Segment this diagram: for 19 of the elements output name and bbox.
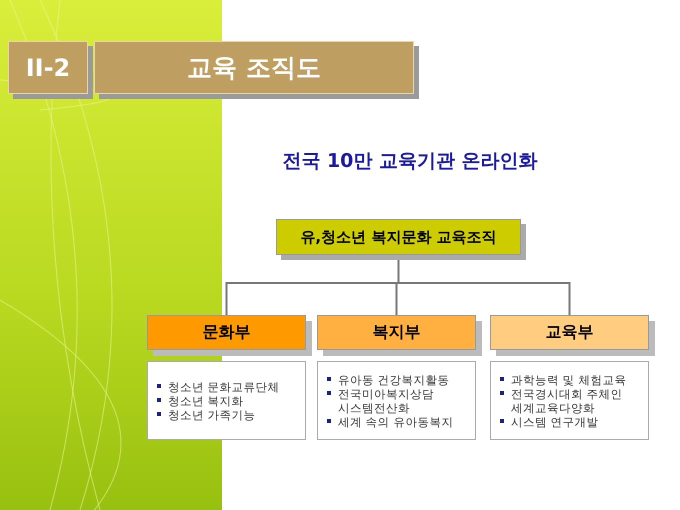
list-item: 청소년 복지화	[156, 394, 244, 408]
task-list-box	[490, 361, 649, 440]
list-item: 청소년 문화교류단체	[156, 380, 280, 394]
list-item: 청소년 가족기능	[156, 408, 256, 422]
page-heading: 교육 조직도	[187, 52, 321, 84]
list-item: 전국미아복지상담 시스템전산화	[326, 386, 469, 414]
box-label: 복지부	[372, 322, 420, 343]
list-item: 유아동 건강복지활동	[326, 372, 450, 386]
box-label: 문화부	[202, 322, 250, 343]
task-list-box	[147, 361, 306, 440]
list-item: 세계 속의 유아동복지	[326, 414, 454, 428]
task-list-box	[317, 361, 476, 440]
box-label: 교육부	[546, 322, 594, 343]
box-label: II-2	[26, 54, 70, 82]
box-label: 유,청소년 복지문화 교육조직	[300, 228, 497, 246]
list-item: 시스템 연구개발	[499, 414, 599, 428]
list-item: 전국경시대회 주체인 세계교육다양화	[499, 386, 642, 414]
list-item: 과학능력 및 체험교육	[499, 372, 626, 386]
subtitle: 전국 10만 교육기관 온라인화	[281, 149, 539, 174]
